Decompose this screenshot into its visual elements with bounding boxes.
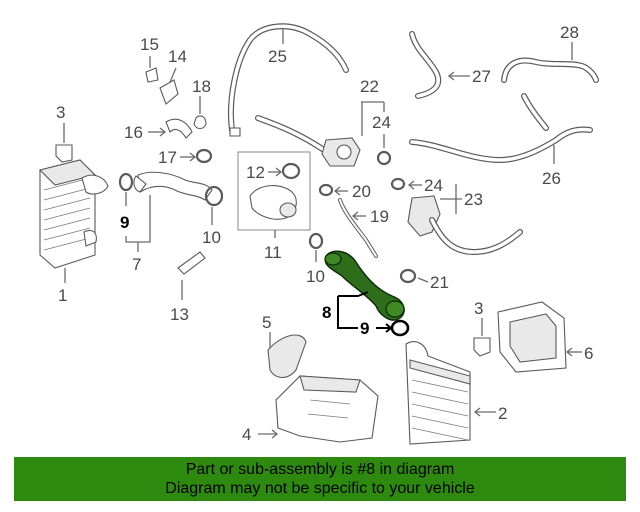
intake-pipe-8-highlighted[interactable] (324, 250, 405, 321)
callout-3-right: 3 (474, 299, 483, 318)
seal-12 (281, 162, 301, 180)
part-14 (159, 79, 179, 105)
callout-21: 21 (430, 273, 449, 292)
callout-10-right: 10 (306, 267, 325, 286)
hose-16 (165, 118, 193, 139)
coolant-pipe-23 (407, 195, 523, 255)
callout-11: 11 (264, 243, 282, 262)
detail-box-11 (237, 151, 311, 231)
callout-24-top: 24 (372, 113, 391, 132)
callout-5: 5 (262, 313, 271, 332)
callout-10-left: 10 (202, 228, 221, 247)
callout-28: 28 (560, 23, 579, 42)
throttle-pipe-11 (249, 185, 297, 220)
clamp-17 (195, 148, 213, 164)
callout-12: 12 (246, 163, 265, 182)
callout-26: 26 (542, 169, 561, 188)
coolant-pipe-26 (409, 93, 593, 163)
callout-6: 6 (584, 344, 593, 363)
callout-7: 7 (132, 255, 141, 274)
callout-22: 22 (360, 77, 379, 96)
seal-21 (399, 268, 417, 284)
air-shroud-6 (497, 301, 567, 373)
clamp-left (204, 185, 224, 207)
callout-25: 25 (268, 47, 287, 66)
clip-18 (193, 115, 207, 130)
callout-1: 1 (58, 286, 67, 305)
callout-18: 18 (192, 77, 211, 96)
callout-14: 14 (168, 47, 187, 66)
callout-20: 20 (352, 182, 371, 201)
o-ring-left (118, 172, 134, 192)
callout-19: 19 (370, 207, 389, 226)
callout-8: 8 (322, 303, 331, 322)
part-15 (145, 67, 159, 83)
callout-9-left: 9 (120, 213, 129, 232)
seal-24-top (376, 150, 392, 166)
banner-line-2: Diagram may not be specific to your vehi… (165, 480, 475, 497)
clamp-right (308, 232, 324, 250)
seal-24-right (390, 177, 406, 191)
coolant-pipe-22 (255, 115, 361, 167)
callout-16: 16 (124, 123, 143, 142)
o-ring-right (390, 319, 410, 337)
charge-hose-7 (133, 171, 213, 201)
callout-4: 4 (242, 425, 251, 444)
coolant-hose-25 (227, 23, 349, 137)
callout-24-right: 24 (424, 176, 443, 195)
left-intercooler (38, 159, 109, 269)
right-bracket (473, 337, 491, 357)
left-bracket (55, 144, 73, 163)
callout-13: 13 (170, 305, 189, 324)
seal-20 (318, 183, 334, 197)
info-banner: Part or sub-assembly is #8 in diagram Di… (14, 457, 626, 501)
callout-17: 17 (158, 148, 177, 167)
sensor-13 (177, 251, 206, 275)
banner-line-1: Part or sub-assembly is #8 in diagram (185, 461, 455, 478)
callout-2: 2 (498, 404, 507, 423)
air-duct-4 (275, 375, 379, 443)
callout-9-right: 9 (360, 319, 369, 338)
coolant-hose-27 (409, 31, 442, 99)
callout-23: 23 (464, 190, 483, 209)
callout-27: 27 (472, 67, 491, 86)
callout-15: 15 (140, 35, 159, 54)
callout-3-left: 3 (56, 103, 65, 122)
coolant-hose-28 (501, 57, 599, 83)
air-duct-5 (267, 334, 307, 379)
right-intercooler (405, 341, 471, 445)
